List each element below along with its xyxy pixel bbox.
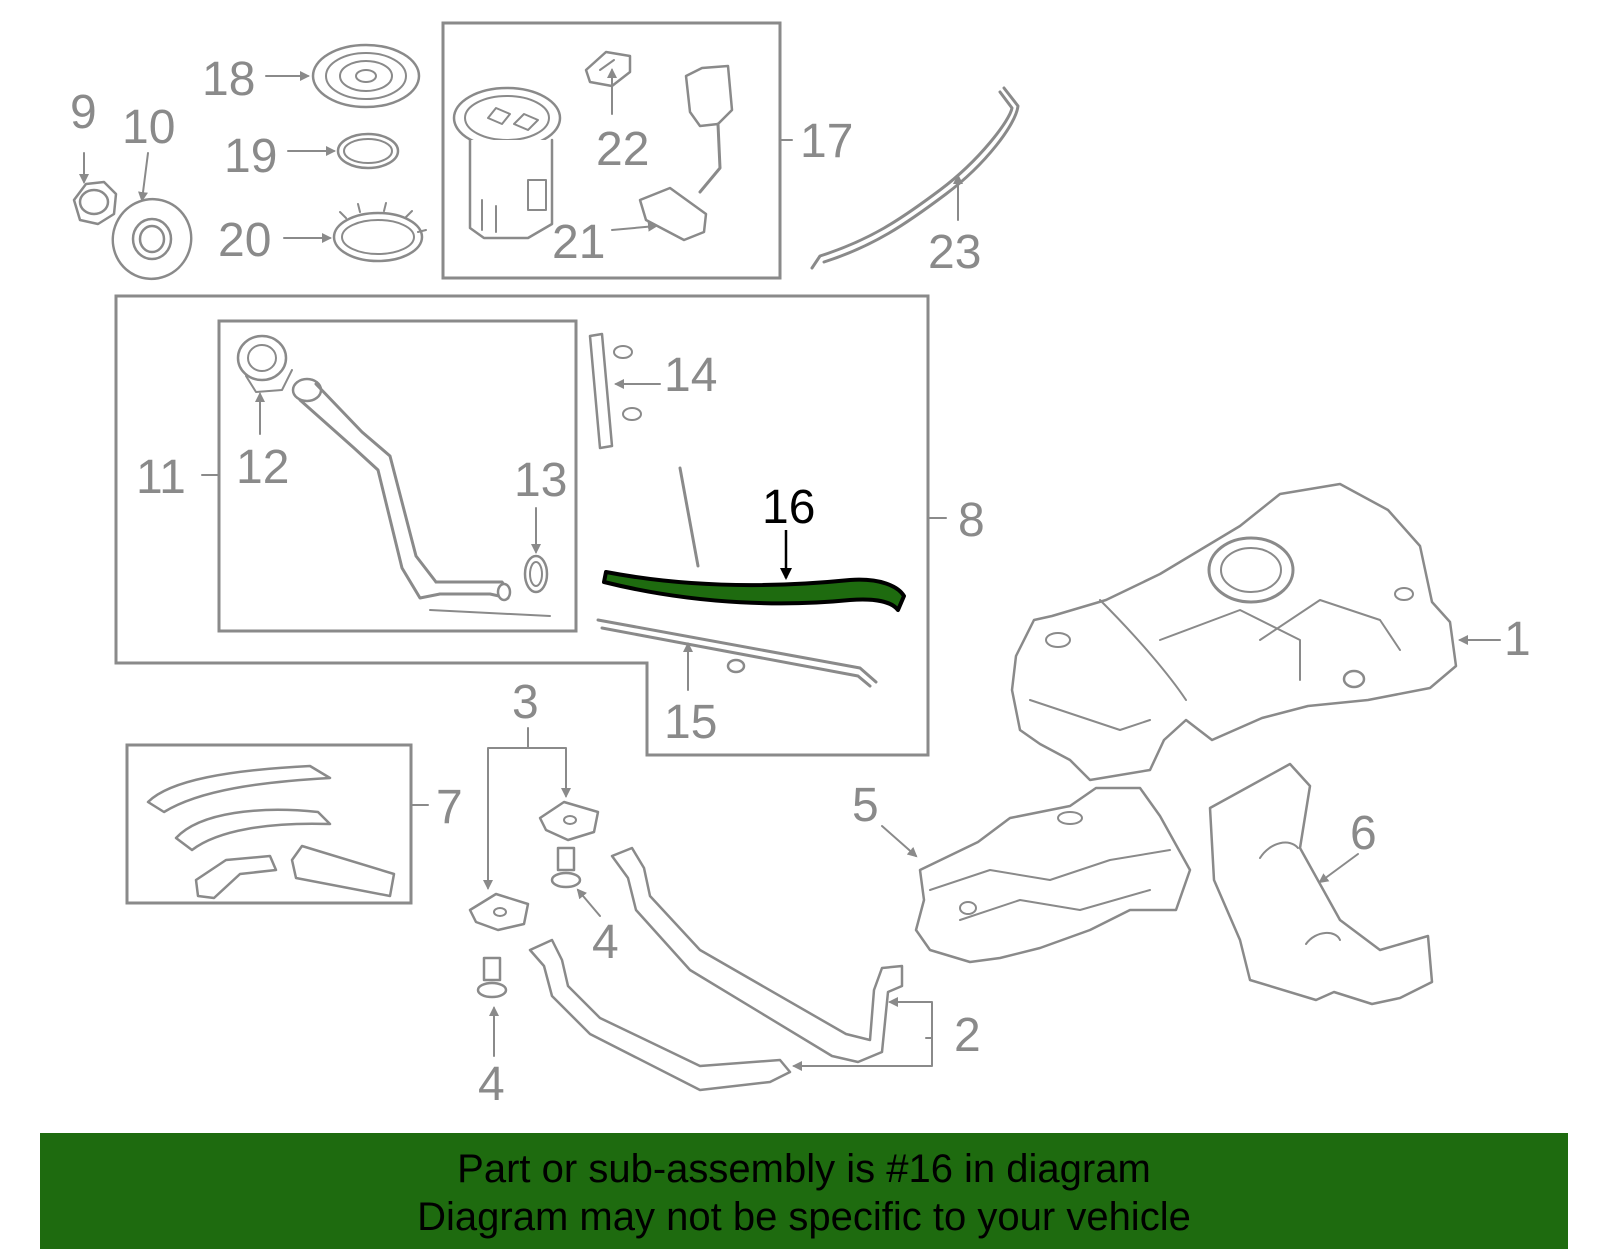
info-banner: Part or sub-assembly is #16 in diagram D…	[40, 1133, 1568, 1249]
box-8	[114, 294, 930, 757]
callout-10: 10	[122, 101, 175, 154]
banner-line-1: Part or sub-assembly is #16 in diagram	[457, 1147, 1151, 1191]
part-7-drawing	[146, 764, 396, 900]
banner-line-2: Diagram may not be specific to your vehi…	[417, 1195, 1191, 1239]
part-3-drawing	[468, 800, 600, 932]
callout-19: 19	[224, 130, 277, 183]
callout-13: 13	[514, 454, 567, 507]
callout-labels: 9 10 18 19 20 22 21 17 23 14 11 12 13 16…	[70, 53, 1531, 1111]
part-15-drawing	[596, 618, 878, 688]
rod-drawing	[678, 466, 700, 568]
part-1-drawing	[1010, 482, 1458, 782]
part-14-drawing	[588, 332, 642, 450]
callout-18: 18	[202, 53, 255, 106]
part-16-drawing	[602, 570, 906, 612]
part-19-drawing	[336, 132, 400, 170]
part-23-drawing	[810, 86, 1020, 270]
callout-23: 23	[928, 226, 981, 279]
part-13-drawing	[523, 554, 549, 594]
callout-7: 7	[436, 781, 463, 834]
part-20-drawing	[332, 202, 427, 263]
part-4-drawing	[476, 846, 582, 999]
box-17	[441, 21, 782, 280]
part-21-drawing	[638, 64, 734, 242]
callout-4-top: 4	[592, 916, 619, 969]
callout-9: 9	[70, 86, 97, 139]
callout-12: 12	[236, 441, 289, 494]
part-22-drawing	[584, 50, 632, 88]
callout-20: 20	[218, 214, 271, 267]
part-12-drawing	[236, 334, 293, 393]
part-10-drawing	[111, 197, 193, 281]
callout-3: 3	[512, 676, 539, 729]
callout-11: 11	[136, 451, 186, 504]
part-18-drawing	[311, 43, 421, 109]
callout-2: 2	[954, 1009, 981, 1062]
part-17-drawing	[452, 86, 562, 240]
callout-15: 15	[664, 696, 717, 749]
part-11-drawing	[291, 377, 551, 617]
part-2-drawing	[528, 846, 904, 1092]
callout-22: 22	[596, 123, 649, 176]
box-7	[125, 743, 413, 905]
callout-17: 17	[800, 115, 853, 168]
callout-8: 8	[958, 494, 985, 547]
part-6-drawing	[1208, 762, 1434, 1006]
callout-lines	[79, 68, 1501, 1071]
callout-16: 16	[762, 481, 815, 534]
part-9-drawing	[72, 180, 118, 226]
callout-1: 1	[1504, 613, 1531, 666]
callout-14: 14	[664, 349, 717, 402]
callout-21: 21	[552, 216, 605, 269]
part-5-drawing	[914, 786, 1192, 964]
callout-5: 5	[852, 779, 879, 832]
callout-6: 6	[1350, 807, 1377, 860]
callout-4-bottom: 4	[478, 1058, 505, 1111]
